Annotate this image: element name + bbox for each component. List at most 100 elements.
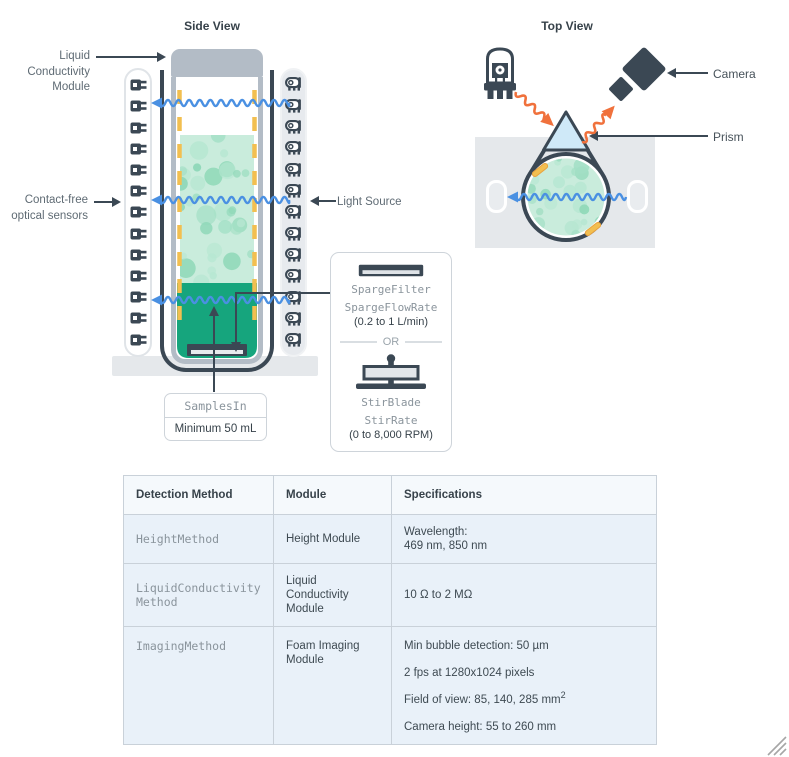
sensor-port-right [627,180,648,213]
divider-line [405,341,442,343]
prism-shape [542,110,590,152]
label-liquid-conductivity-module: Liquid Conductivity Module [27,50,90,93]
label-arrows [94,56,708,203]
light-source-icon [284,269,301,284]
vessel-cap [171,49,263,77]
spec-line: Camera height: 55 to 260 mm [404,721,557,733]
spec-table: Detection Method Module Specifications H… [123,475,657,745]
spec-line: 2 fps at 1280x1024 pixels [404,667,535,679]
label-prism: Prism [713,130,744,144]
sparge-filter-icon [358,264,424,277]
top-foam-region [527,158,605,236]
sparge-filter-name: SpargeFilter [351,283,431,296]
stir-blade-icon [356,354,426,389]
optical-beam-top [507,191,628,203]
specifications-cell: Wavelength: 469 nm, 850 nm [391,514,657,564]
stir-blade-name: StirBlade [361,396,421,409]
top-vessel-circle [521,152,611,242]
light-source-column [280,68,307,357]
table-header-row: Detection Method Module Specifications [123,475,657,515]
optical-sensor-icon [130,334,146,346]
samples-in-callout: SamplesIn Minimum 50 mL [164,393,267,441]
header-detection-method: Detection Method [123,475,274,515]
optical-sensor-icon [130,270,146,282]
detection-method-cell: HeightMethod [123,514,274,564]
light-source-icon [284,290,301,305]
instrument-base [112,356,318,376]
light-source-icon [284,141,301,155]
spec-line: Wavelength: 469 nm, 850 nm [404,526,488,552]
light-source-icon [284,162,301,177]
sparge-flow-range: (0.2 to 1 L/min) [354,316,428,328]
light-source-icon [284,226,301,241]
sparge-stir-callout: SpargeFilter SpargeFlowRate (0.2 to 1 L/… [330,252,452,452]
samples-in-arrow [209,306,219,392]
optical-sensor-icon [130,291,146,303]
module-cell: Height Module [273,514,392,564]
light-source-icon [284,248,301,262]
side-view-title: Side View [184,19,240,33]
specifications-cell: 10 Ω to 2 MΩ [391,563,657,627]
liquid-region [177,283,257,358]
samples-in-note: Minimum 50 mL [174,423,257,435]
detection-method-cell: LiquidConductivity Method [123,563,274,627]
light-source-icon [284,312,301,326]
light-source-icon [284,77,301,91]
optical-sensor-icon [130,100,146,112]
sparge-flow-rate-name: SpargeFlowRate [344,301,438,314]
light-beam-to-camera [581,105,615,144]
light-source-icon [284,120,301,134]
light-source-icon [284,333,301,348]
optical-sensor-icon [130,122,146,134]
top-view-title: Top View [541,19,593,33]
header-specifications: Specifications [391,475,657,515]
optical-sensor-icon [130,228,146,240]
stir-rate-range: (0 to 8,000 RPM) [349,429,433,441]
beam-arrowheads-side [151,97,162,306]
or-divider: OR [331,336,451,348]
label-light-source: Light Source [337,196,402,208]
sparge-connector-arrow [231,292,330,352]
detection-method-cell: ImagingMethod [123,626,274,745]
optical-sensor-icon [130,79,146,91]
optical-sensor-icon [130,206,146,218]
light-bulb-icon [484,47,516,99]
foam-region [180,135,254,283]
wall-seal-strips [177,90,257,333]
sensor-port-left [486,180,507,213]
spec-line: Min bubble detection: 50 µm [404,640,549,652]
light-source-icon [284,98,301,113]
optical-sensor-column [124,68,152,357]
camera-icon [609,47,666,101]
specifications-cell: Min bubble detection: 50 µm 2 fps at 1280… [391,626,657,745]
vessel-platform [475,137,655,248]
light-source-icon [284,184,301,198]
label-arrowheads [112,52,676,207]
label-camera: Camera [713,67,756,81]
optical-sensor-icon [130,143,146,155]
optical-sensor-icon [130,164,146,176]
optical-sensor-icon [130,249,146,261]
samples-in-name: SamplesIn [165,394,266,418]
resize-grip-icon[interactable] [767,736,787,756]
module-cell: Foam Imaging Module [273,626,392,745]
header-module: Module [273,475,392,515]
spec-line: 10 Ω to 2 MΩ [404,589,473,601]
vessel-holder-frame [160,70,274,372]
optical-sensor-icon [130,185,146,197]
light-source-icon [284,205,301,220]
spec-line: Field of view: 85, 140, 285 mm2 [404,690,566,706]
optical-sensor-icon [130,312,146,324]
label-contact-free-sensors: Contact-free optical sensors [11,194,88,222]
light-beam-to-prism [514,91,554,127]
vessel-body [171,77,263,364]
vessel-seal-marks [531,162,602,237]
or-label: OR [382,336,400,348]
optical-beams-side [158,98,291,305]
prism-neck [529,147,603,174]
